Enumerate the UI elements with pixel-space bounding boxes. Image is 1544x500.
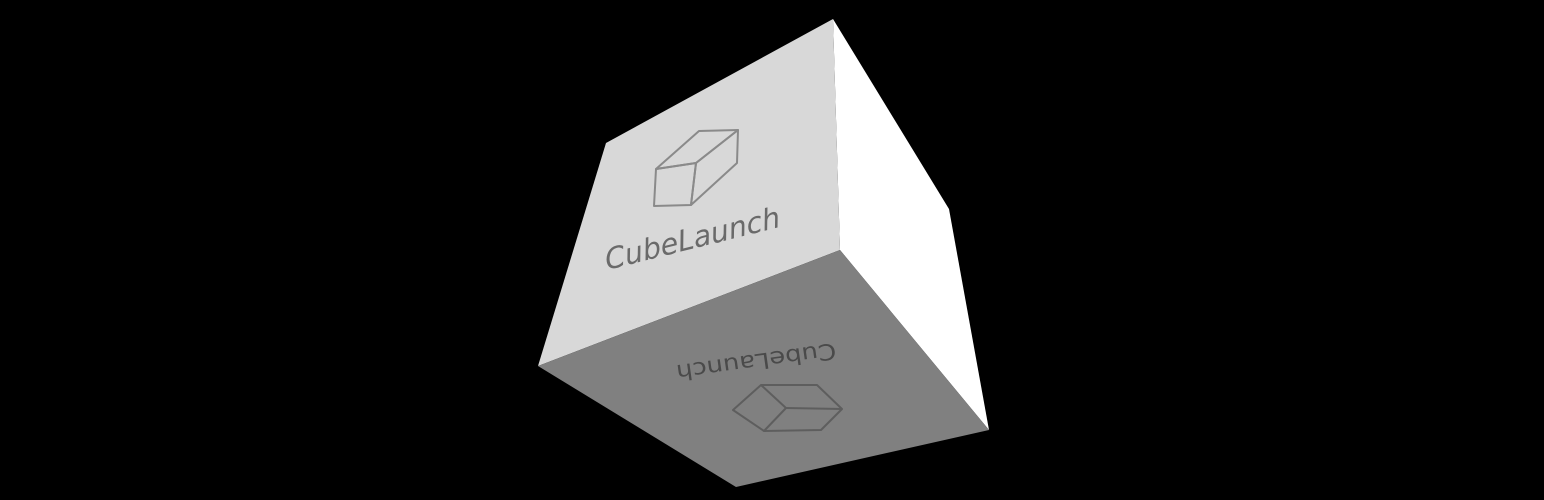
cube-bottom-face xyxy=(538,250,989,487)
bottom-cube-outline-icon xyxy=(732,384,843,432)
cube-front-face xyxy=(538,19,840,366)
cube-right-face xyxy=(833,19,989,430)
front-cube-outline-icon xyxy=(653,129,739,207)
